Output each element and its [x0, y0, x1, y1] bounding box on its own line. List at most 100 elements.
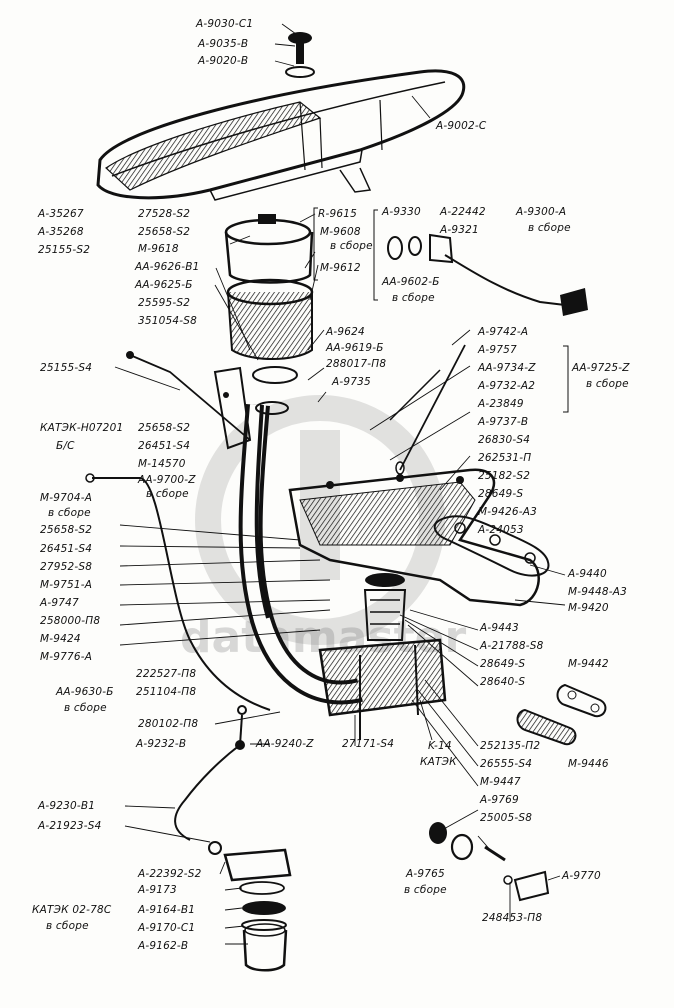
- part-label: M-9608: [320, 226, 361, 238]
- part-label: КАТЭК-Н07201: [40, 422, 124, 434]
- part-label: M-9618: [138, 243, 179, 255]
- part-label: в сборе: [586, 378, 629, 390]
- part-label: AA-9700-Z: [138, 474, 196, 486]
- part-label: A-9035-B: [198, 38, 249, 50]
- part-label: A-9770: [562, 870, 601, 882]
- part-label: A-9002-C: [436, 120, 487, 132]
- part-label: 25658-S2: [138, 422, 191, 434]
- part-label: A-9230-B1: [38, 800, 96, 812]
- part-label: 251104-П8: [136, 686, 197, 698]
- part-label: K-14: [428, 740, 452, 752]
- part-label: M-9776-A: [40, 651, 93, 663]
- part-label: A-9443: [480, 622, 519, 634]
- part-label: A-9173: [138, 884, 177, 896]
- cable-rod: [126, 351, 251, 441]
- part-label: A-9440: [568, 568, 607, 580]
- part-label: A-24053: [478, 524, 524, 536]
- part-label: A-9321: [440, 224, 479, 236]
- part-label: A-9737-B: [478, 416, 529, 428]
- part-label: A-35268: [38, 226, 84, 238]
- part-label: 26451-S4: [40, 543, 93, 555]
- part-label: КАТЭК: [420, 756, 457, 768]
- part-label: A-9732-A2: [478, 380, 536, 392]
- part-label: M-14570: [138, 458, 186, 470]
- part-label: 222527-П8: [136, 668, 197, 680]
- part-label: A-9030-C1: [196, 18, 254, 30]
- part-label: в сборе: [48, 507, 91, 519]
- part-label: A-9020-B: [198, 55, 249, 67]
- part-label: в сборе: [64, 702, 107, 714]
- part-label: AA-9602-Б: [382, 276, 440, 288]
- throttle-rod: [85, 473, 271, 711]
- part-label: A-22392-S2: [138, 868, 202, 880]
- part-label: 28649-S: [480, 658, 526, 670]
- air-horn-canister: [224, 214, 314, 360]
- part-label: A-35267: [38, 208, 84, 220]
- part-label: A-9769: [480, 794, 519, 806]
- part-label: A-22442: [440, 206, 486, 218]
- intake-manifold: [288, 468, 540, 607]
- wing-nut: [285, 32, 315, 78]
- part-label: КАТЭК 02-78С: [32, 904, 112, 916]
- part-label: A-9735: [332, 376, 371, 388]
- part-label: A-9624: [326, 326, 365, 338]
- intake-pipe: [238, 366, 363, 705]
- part-label: A-9330: [382, 206, 421, 218]
- part-label: A-9162-B: [138, 940, 189, 952]
- part-label: 351054-S8: [138, 315, 198, 327]
- part-label: 28640-S: [480, 676, 526, 688]
- part-label: A-9164-B1: [138, 904, 196, 916]
- carburetor-body: [318, 573, 447, 740]
- part-label: AA-9626-B1: [135, 261, 200, 273]
- part-label: A-9170-C1: [138, 922, 196, 934]
- air-cleaner-housing: [96, 69, 466, 201]
- part-label: A-9747: [40, 597, 79, 609]
- part-label: 26451-S4: [138, 440, 191, 452]
- part-label: AA-9240-Z: [256, 738, 314, 750]
- part-label: M-9442: [568, 658, 609, 670]
- needle-valve-parts: [429, 822, 550, 902]
- part-label: 25658-S2: [138, 226, 191, 238]
- part-label: A-9742-A: [478, 326, 529, 338]
- part-label: в сборе: [146, 488, 189, 500]
- part-label: в сборе: [330, 240, 373, 252]
- part-label: 25658-S2: [40, 524, 93, 536]
- part-label: AA-9630-Б: [56, 686, 114, 698]
- part-label: 28649-S: [478, 488, 524, 500]
- part-label: A-9757: [478, 344, 517, 356]
- part-label: M-9426-A3: [478, 506, 538, 518]
- part-label: 27171-S4: [342, 738, 395, 750]
- part-label: 26555-S4: [480, 758, 533, 770]
- part-label: 252135-П2: [480, 740, 541, 752]
- vent-tube: [387, 233, 588, 316]
- part-label: 262531-П: [478, 452, 532, 464]
- part-label: M-9704-A: [40, 492, 93, 504]
- part-label: M-9420: [568, 602, 609, 614]
- part-label: в сборе: [46, 920, 89, 932]
- part-label: A-23849: [478, 398, 524, 410]
- part-label: 25182-S2: [478, 470, 531, 482]
- part-label: M-9446: [568, 758, 609, 770]
- part-label: AA-9625-Б: [135, 279, 193, 291]
- part-label: 280102-П8: [138, 718, 199, 730]
- part-label: M-9751-A: [40, 579, 93, 591]
- part-label: в сборе: [392, 292, 435, 304]
- fuel-line: [174, 705, 247, 841]
- part-label: M-9448-A3: [568, 586, 628, 598]
- part-label: A-21788-S8: [480, 640, 544, 652]
- part-label: M-9447: [480, 776, 521, 788]
- part-label: 25595-S2: [138, 297, 191, 309]
- part-label: 25005-S8: [480, 812, 533, 824]
- part-label: 288017-П8: [326, 358, 387, 370]
- part-label: AA-9734-Z: [478, 362, 536, 374]
- leader-lines: [114, 23, 566, 945]
- part-label: 25155-S4: [40, 362, 93, 374]
- part-label: AA-9725-Z: [572, 362, 630, 374]
- part-label: 258000-П8: [40, 615, 101, 627]
- part-label: M-9612: [320, 262, 361, 274]
- part-label: A-9232-B: [136, 738, 187, 750]
- part-label: M-9424: [40, 633, 81, 645]
- flange-gasket-upper: [556, 683, 607, 718]
